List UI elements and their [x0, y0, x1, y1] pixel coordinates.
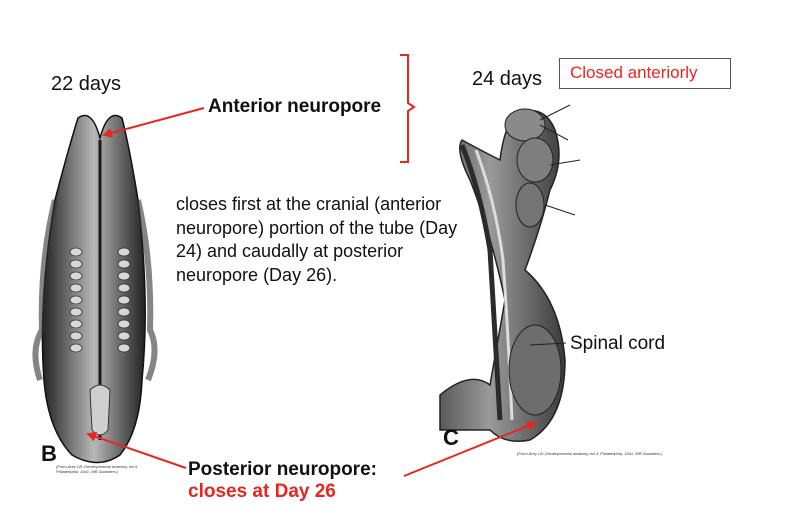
- posterior-neuropore-arrow-left: [86, 431, 187, 469]
- anterior-bracket: [400, 54, 416, 163]
- embryo-24-days-illustration: [439, 104, 581, 442]
- spinal-cord-label: Spinal cord: [570, 333, 666, 354]
- panel-label-c: C: [443, 425, 459, 450]
- closed-anteriorly-note: Closed anteriorly: [559, 58, 731, 89]
- figure-credit-right: (From Arey LB: Developmental anatomy, ed…: [517, 451, 663, 456]
- age-label-24-days: 24 days: [472, 68, 543, 90]
- anterior-neuropore-label: Anterior neuropore: [208, 96, 382, 117]
- posterior-neuropore-arrow-right: [403, 421, 537, 477]
- closure-description: closes first at the cranial (anterior ne…: [176, 194, 458, 285]
- embryo-22-days-illustration: [32, 114, 158, 464]
- posterior-closure-day: closes at Day 26: [188, 481, 336, 502]
- figure-credit-left: (From Arey LB: Developmental anatomy, ed…: [56, 464, 139, 474]
- posterior-neuropore-label: Posterior neuropore:: [188, 459, 377, 480]
- panel-label-b: B: [41, 441, 57, 466]
- age-label-22-days: 22 days: [51, 73, 122, 95]
- spinal-cord-leader: [529, 342, 567, 346]
- posterior-neuropore-caption: Posterior neuropore: closes at Day 26: [188, 459, 377, 503]
- anterior-neuropore-arrow: [102, 107, 205, 138]
